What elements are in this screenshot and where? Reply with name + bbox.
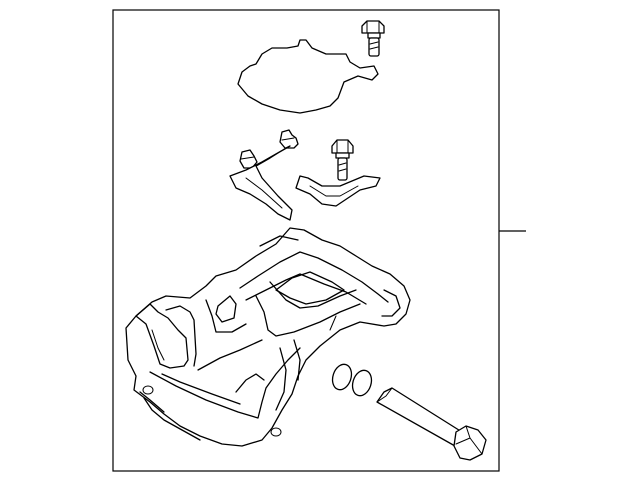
oil-level-sensor-icon[interactable] bbox=[229, 129, 299, 221]
drain-plug-gasket-icon[interactable] bbox=[329, 362, 374, 398]
diagram-frame bbox=[112, 9, 500, 472]
bolt-middle-icon[interactable] bbox=[331, 139, 354, 181]
oil-pan-icon[interactable] bbox=[125, 227, 411, 447]
drain-plug-icon[interactable] bbox=[376, 387, 487, 461]
oil-pan-gasket-icon[interactable] bbox=[237, 39, 379, 114]
bolt-top-icon[interactable] bbox=[361, 20, 385, 57]
baffle-plate-icon[interactable] bbox=[295, 175, 381, 207]
